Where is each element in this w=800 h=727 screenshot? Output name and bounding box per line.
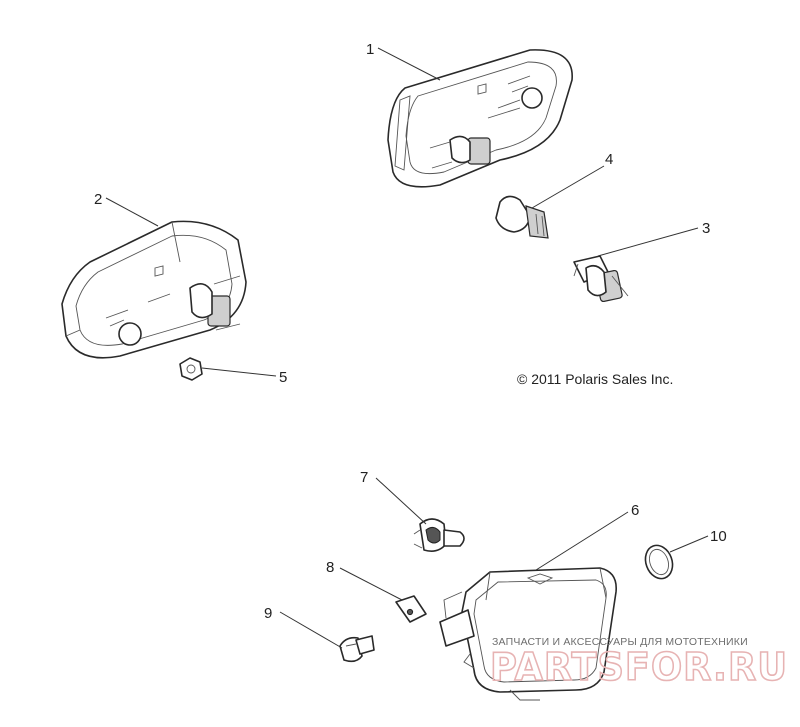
o-ring [644,544,674,580]
copyright-notice: © 2011 Polaris Sales Inc. [517,371,673,387]
callout-6: 6 [631,502,639,519]
callout-3: 3 [702,220,710,237]
headlamp-bulb [413,518,465,552]
callout-5: 5 [279,369,287,386]
watermark-brand: PARTSFOR.RU [490,645,788,689]
bulb-socket [573,255,629,303]
wedge-bulb [495,195,549,239]
callout-7: 7 [360,469,368,486]
callout-2: 2 [94,191,102,208]
flange-bolt [339,635,375,663]
callout-8: 8 [326,559,334,576]
leader-lines [105,47,709,649]
callout-9: 9 [264,605,272,622]
hex-nut [179,357,203,381]
taillight-housing-left [61,220,247,359]
headlamp-assembly [439,567,617,701]
callout-4: 4 [605,151,613,168]
callout-10: 10 [710,528,727,545]
spring-clip [395,595,427,623]
watermark-tagline: ЗАПЧАСТИ И АКСЕССУАРЫ ДЛЯ МОТОТЕХНИКИ [492,636,748,648]
taillight-housing-right [387,49,573,188]
callout-1: 1 [366,41,374,58]
site-watermark: ЗАПЧАСТИ И АКСЕССУАРЫ ДЛЯ МОТОТЕХНИКИ PA… [489,636,788,690]
callout-numbers: 1 2 3 4 5 6 7 8 9 10 [94,41,727,622]
